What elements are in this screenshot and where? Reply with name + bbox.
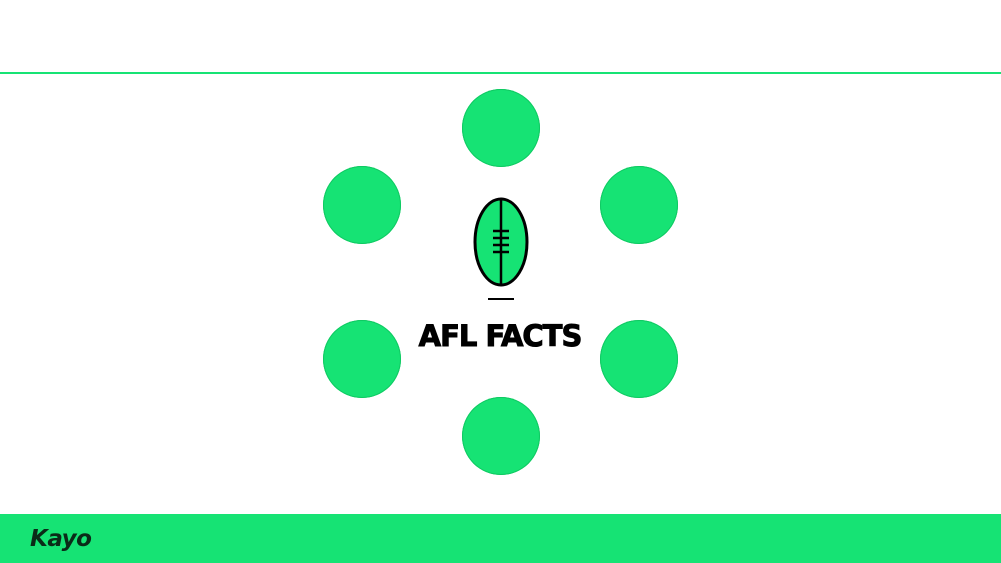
footer-bar: Kayo	[0, 514, 1001, 563]
circle-bottom	[462, 397, 540, 475]
circle-top	[462, 89, 540, 167]
icon-underline	[488, 298, 514, 300]
slide-title: AFL FACTS	[418, 319, 583, 354]
circle-lower-left	[323, 320, 401, 398]
circle-lower-right	[600, 320, 678, 398]
kayo-logo: Kayo	[30, 526, 92, 552]
football-icon	[473, 197, 529, 287]
circle-upper-right	[600, 166, 678, 244]
top-divider-line	[0, 72, 1001, 74]
circle-upper-left	[323, 166, 401, 244]
